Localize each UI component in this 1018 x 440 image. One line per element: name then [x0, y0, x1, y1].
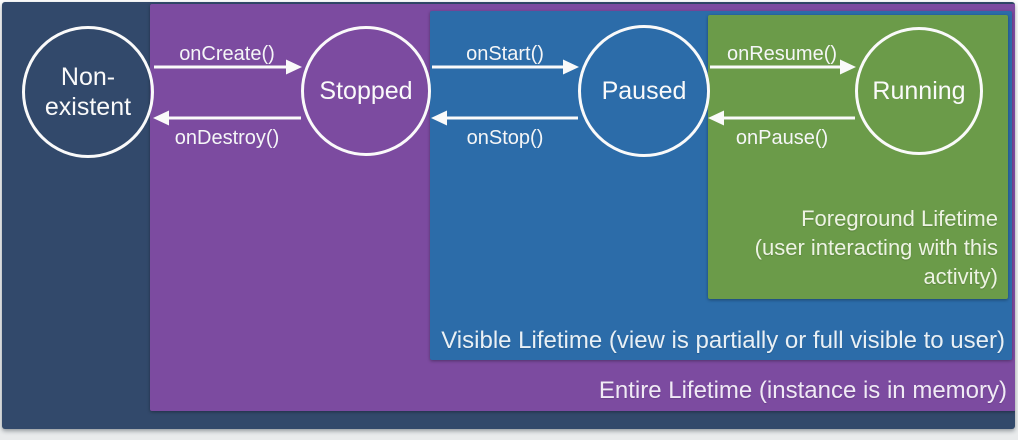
state-paused: Paused — [578, 25, 710, 157]
state-stopped-label: Stopped — [319, 77, 413, 105]
onpause-transition-label: onPause() — [735, 127, 829, 149]
oncreate-transition-label: onCreate() — [179, 43, 275, 65]
onstop-transition-label: onStop() — [466, 127, 544, 149]
oncreate-arrow-icon — [154, 59, 302, 75]
visible-lifetime-label: Visible Lifetime (view is partially or f… — [441, 327, 1005, 354]
state-running-label: Running — [872, 77, 966, 105]
entire-lifetime-label: Entire Lifetime (instance is in memory) — [598, 377, 1007, 404]
ondestroy-transition-label: onDestroy() — [174, 127, 280, 149]
state-stopped: Stopped — [301, 26, 431, 156]
state-running: Running — [855, 27, 983, 155]
onstop-arrow-icon — [431, 110, 578, 126]
onpause-arrow-icon — [708, 110, 855, 126]
state-non-existent: Non-existent — [22, 26, 154, 158]
onstart-arrow-icon — [432, 59, 579, 75]
state-non-existent-label: Non-existent — [44, 63, 132, 121]
foreground-lifetime-region: Foreground Lifetime (user interacting wi… — [708, 15, 1008, 299]
foreground-lifetime-label-line1: Foreground Lifetime — [801, 206, 998, 231]
transition-arrows-layer — [153, 59, 856, 126]
ondestroy-arrow-icon — [153, 110, 301, 126]
onresume-transition-label: onResume() — [726, 43, 838, 65]
foreground-lifetime-label: Foreground Lifetime (user interacting wi… — [716, 204, 998, 291]
lifecycle-diagram-slide: Entire Lifetime (instance is in memory) … — [2, 2, 1015, 429]
onstart-transition-label: onStart() — [466, 43, 544, 65]
state-paused-label: Paused — [601, 77, 687, 105]
onresume-arrow-icon — [710, 59, 856, 75]
foreground-lifetime-label-line2: (user interacting with this activity) — [754, 235, 998, 289]
